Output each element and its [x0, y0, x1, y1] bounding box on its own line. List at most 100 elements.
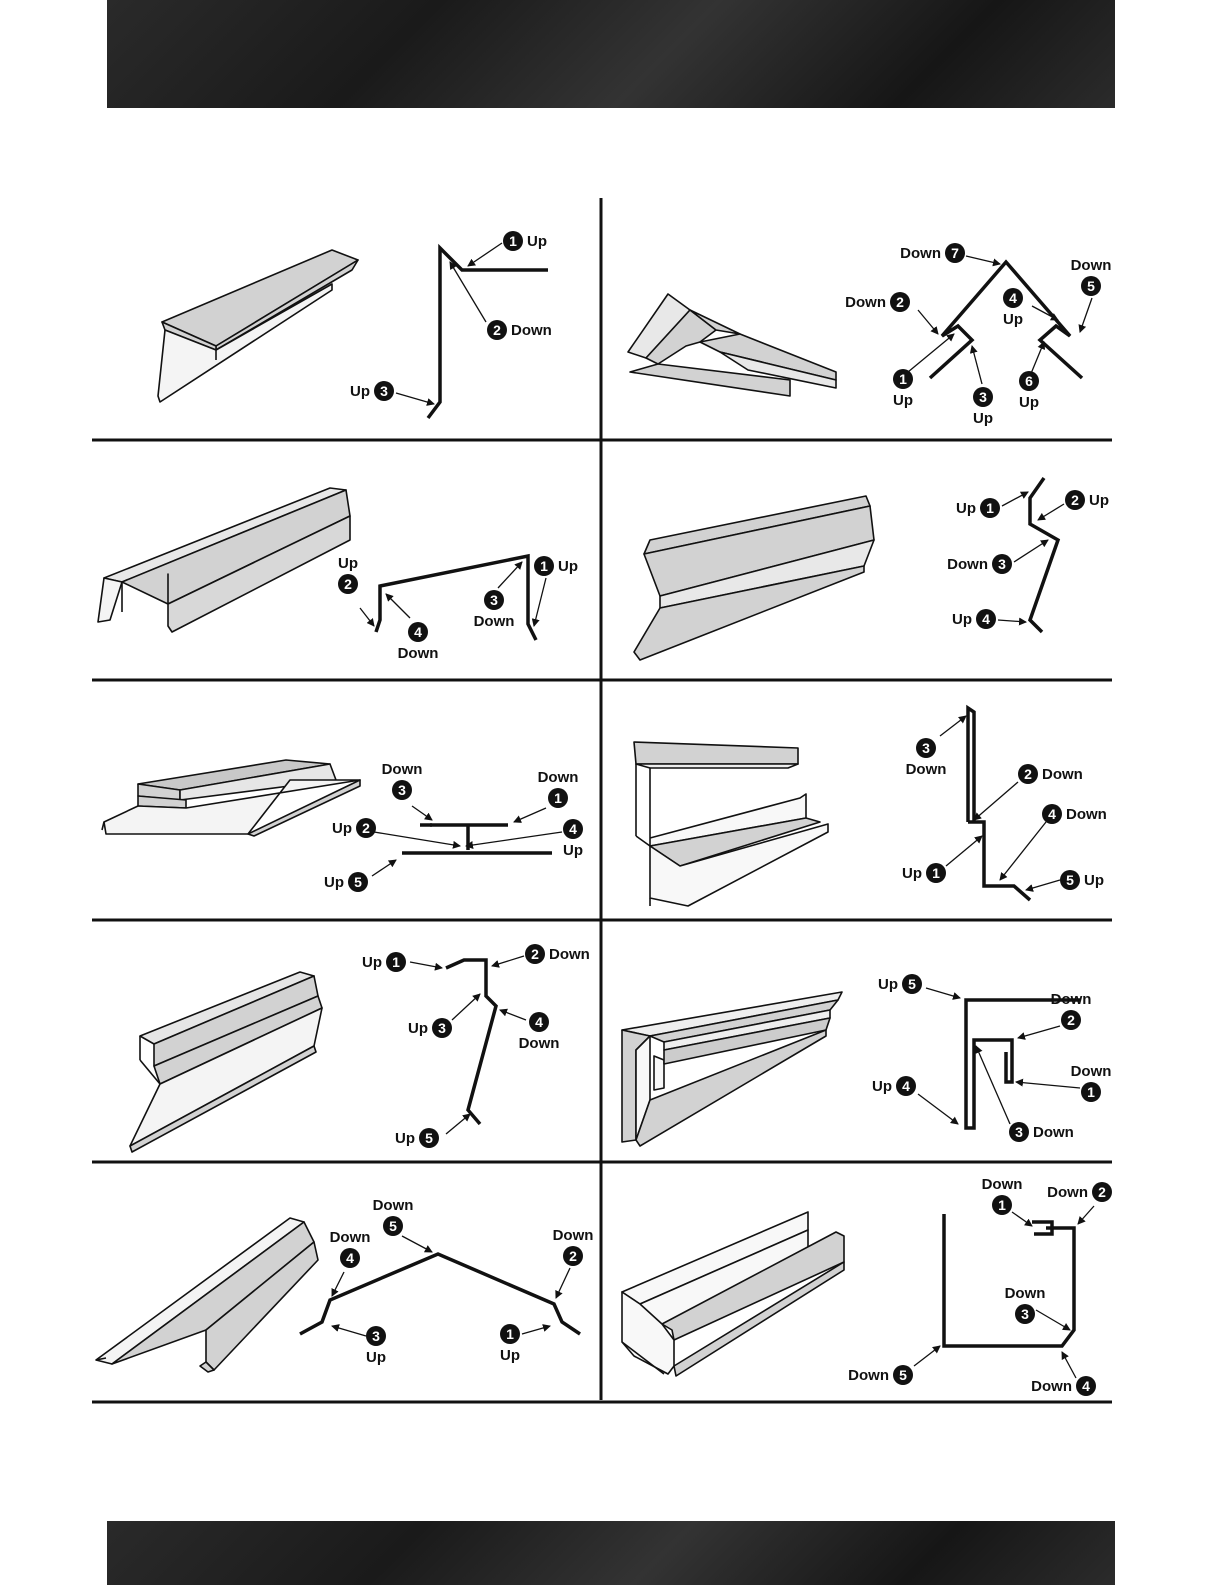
arrow	[1030, 342, 1044, 376]
arrow	[1062, 1352, 1076, 1378]
arrow	[402, 1236, 432, 1252]
bend-direction-label: Down	[848, 1367, 889, 1384]
step-number: 1	[1087, 1084, 1095, 1100]
step-number: 3	[922, 740, 930, 756]
bend-direction-label: Down	[519, 1035, 560, 1052]
bend-direction-label: Up	[366, 1349, 386, 1366]
bend-callout: 4Up	[952, 609, 996, 629]
panel-7-illustration	[130, 972, 322, 1152]
bend-callout: 4Down	[519, 1012, 560, 1052]
arrow	[372, 860, 396, 876]
bend-direction-label: Up	[952, 611, 972, 628]
bend-direction-label: Up	[878, 976, 898, 993]
bend-callout: 4Up	[563, 819, 583, 859]
bend-callout: 1Up	[902, 863, 946, 883]
step-number: 4	[569, 821, 577, 837]
bend-direction-label: Down	[382, 761, 423, 778]
arrow	[498, 562, 522, 588]
bend-direction-label: Down	[906, 761, 947, 778]
panel-9-profile	[300, 1254, 580, 1334]
step-number: 2	[531, 946, 539, 962]
bend-callout: 5 Down	[848, 1365, 913, 1385]
arrow	[1016, 1082, 1080, 1088]
step-number: 3	[1021, 1306, 1029, 1322]
bend-callout: 3Down	[947, 554, 1012, 574]
bend-direction-label: Up	[1089, 492, 1109, 509]
step-number: 4	[1009, 290, 1017, 306]
bend-direction-label: Down	[1033, 1124, 1074, 1141]
bend-direction-label: Down	[900, 245, 941, 262]
arrow	[556, 1268, 570, 1298]
step-number: 2	[362, 820, 370, 836]
bend-callout: 6Up	[1019, 371, 1039, 411]
arrow	[492, 956, 524, 966]
bend-callout: 1Up	[500, 1324, 520, 1364]
bend-callout: 4Up	[1003, 288, 1023, 328]
panel-6-profile	[968, 708, 1030, 900]
bend-direction-label: Down	[1031, 1378, 1072, 1395]
bend-callout: 1Up	[362, 952, 406, 972]
bend-callout: 3Down	[906, 738, 947, 778]
step-number: 2	[493, 322, 501, 338]
step-number: 3	[979, 389, 987, 405]
bend-callout: 2Down	[553, 1227, 594, 1266]
bend-callout: 3Down	[1009, 1122, 1074, 1142]
arrow	[332, 1272, 344, 1296]
bend-direction-label: Up	[956, 500, 976, 517]
step-number: 1	[899, 371, 907, 387]
step-number: 3	[380, 383, 388, 399]
panel-4-profile	[1030, 478, 1058, 632]
panel-9: 5Down 4Down 2Down 3Up 1Up	[96, 1197, 593, 1372]
bend-direction-label: Down	[330, 1229, 371, 1246]
step-number: 3	[398, 782, 406, 798]
bend-direction-label: Up	[527, 233, 547, 250]
bend-callout: 3 Down	[382, 761, 423, 800]
step-number: 4	[414, 624, 422, 640]
step-number: 1	[554, 790, 562, 806]
panel-8: 5Up 2Down 1Down 4Up 3Down	[622, 974, 1111, 1146]
step-number: 5	[1087, 278, 1095, 294]
bend-callout: 3Up	[408, 1018, 452, 1038]
arrow	[396, 393, 434, 404]
arrow	[374, 832, 460, 846]
bend-direction-label: Up	[563, 842, 583, 859]
panel-2-illustration	[628, 294, 836, 396]
panel-10: 1Down 2Down 3Down 5Down 4Down	[622, 1176, 1112, 1396]
step-number: 2	[1024, 766, 1032, 782]
panel-6-illustration	[634, 742, 828, 906]
panel-1: 1Up 2Down 3Up	[158, 231, 552, 418]
arrow	[534, 578, 546, 626]
arrow	[412, 806, 432, 820]
panel-5-profile	[402, 825, 552, 853]
bend-direction-label: Up	[338, 555, 358, 572]
step-number: 2	[1098, 1184, 1106, 1200]
arrow	[1018, 1026, 1060, 1038]
step-number: 2	[896, 294, 904, 310]
bend-direction-label: Down	[398, 645, 439, 662]
arrow	[468, 243, 502, 266]
bend-direction-label: Up	[332, 820, 352, 837]
bend-direction-label: Down	[1066, 806, 1107, 823]
panel-4: 1Up 2Up 3Down 4Up	[634, 478, 1109, 660]
step-number: 5	[899, 1367, 907, 1383]
panel-7: 1Up 2Down 3Up 4Down 5Up	[130, 944, 590, 1152]
arrow	[410, 962, 442, 968]
panel-9-illustration	[96, 1218, 318, 1372]
panel-10-illustration	[622, 1212, 844, 1376]
arrow	[1036, 1310, 1070, 1330]
arrow	[446, 1114, 470, 1134]
arrow	[918, 310, 938, 334]
arrow	[514, 808, 546, 822]
step-number: 1	[506, 1326, 514, 1342]
step-number: 5	[425, 1130, 433, 1146]
step-number: 1	[509, 233, 517, 249]
arrow	[918, 1094, 958, 1124]
bend-callout: 2Down	[525, 944, 590, 964]
panel-4-illustration	[634, 496, 874, 660]
panel-8-arrows	[918, 988, 1080, 1124]
arrow	[966, 256, 1000, 264]
bend-callout: 2Down	[1047, 1182, 1112, 1202]
